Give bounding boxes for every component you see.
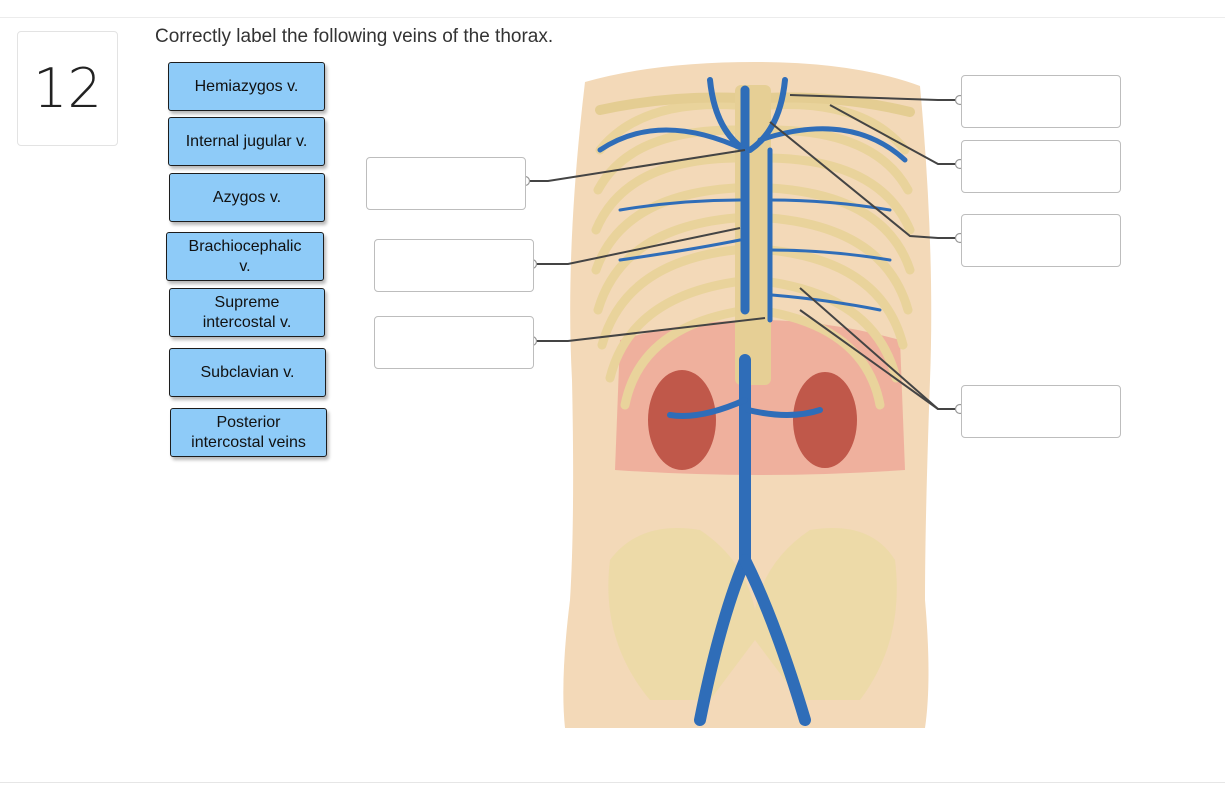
top-divider [0, 17, 1225, 18]
drop-target-right-4[interactable] [961, 385, 1121, 438]
pelvis [608, 528, 897, 700]
label-chip-supreme-intercostal[interactable]: Supreme intercostal v. [169, 288, 325, 337]
label-chip-internal-jugular[interactable]: Internal jugular v. [168, 117, 325, 166]
drop-target-right-3[interactable] [961, 214, 1121, 267]
veins [597, 77, 908, 726]
label-chip-hemiazygos[interactable]: Hemiazygos v. [168, 62, 325, 111]
drop-target-right-1[interactable] [961, 75, 1121, 128]
drop-target-left-2[interactable] [374, 239, 534, 292]
drop-target-right-2[interactable] [961, 140, 1121, 193]
spine [735, 85, 771, 385]
kidney-right [793, 372, 857, 468]
question-number: 12 [17, 31, 118, 146]
drop-target-left-3[interactable] [374, 316, 534, 369]
question-prompt: Correctly label the following veins of t… [155, 26, 554, 47]
label-chip-posterior-intercostal[interactable]: Posterior intercostal veins [170, 408, 327, 457]
bottom-divider [0, 782, 1225, 783]
drop-target-left-1[interactable] [366, 157, 526, 210]
label-chip-subclavian[interactable]: Subclavian v. [169, 348, 326, 397]
kidney-left [648, 370, 716, 470]
label-chip-brachiocephalic[interactable]: Brachiocephalic v. [166, 232, 324, 281]
label-chip-azygos[interactable]: Azygos v. [169, 173, 325, 222]
leader-lines [525, 94, 960, 410]
